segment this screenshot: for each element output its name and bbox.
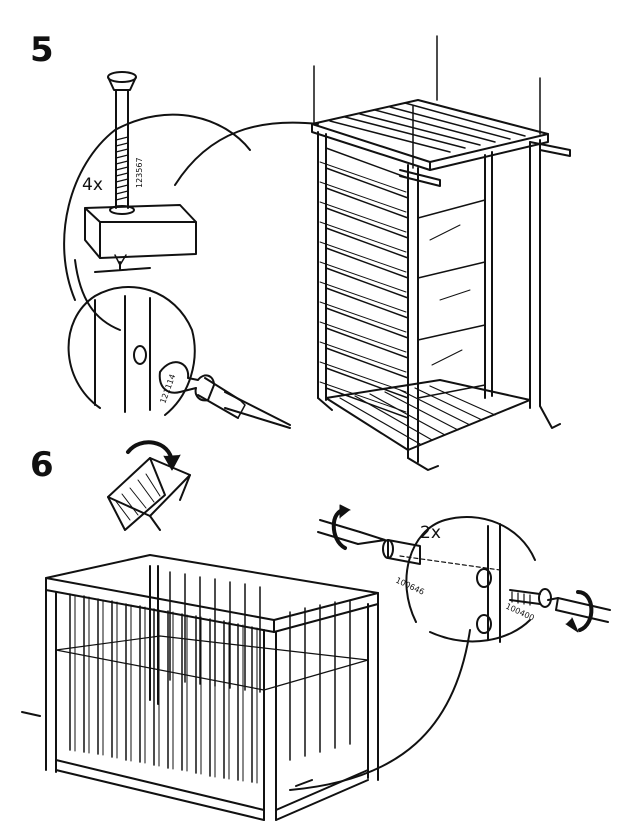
cam-lock-icon xyxy=(158,361,215,402)
crib-assembled xyxy=(21,554,471,821)
step-5-number: 5 xyxy=(30,30,54,70)
leader-line xyxy=(174,121,319,186)
part-100646: 100646 xyxy=(394,576,425,597)
leg-front-right xyxy=(263,629,277,821)
screwdriver-icon xyxy=(197,377,291,429)
leg-edges xyxy=(94,295,151,413)
quantity-4x: 4x xyxy=(82,175,103,195)
mattress-base xyxy=(55,635,369,691)
rotate-thumbnail xyxy=(107,440,191,531)
quantity-2x: 2x xyxy=(420,523,441,543)
detail-circle-6 xyxy=(405,515,536,623)
screwdriver-right-icon xyxy=(547,590,611,633)
crib-standing xyxy=(311,35,571,471)
leader-line-6 xyxy=(289,629,471,791)
bottom-frame xyxy=(325,379,531,451)
part-100400: 100400 xyxy=(504,602,535,623)
post-back-right xyxy=(529,139,541,409)
detail-circle-edge xyxy=(74,259,121,331)
side-slats xyxy=(325,147,409,419)
screwdriver-left-icon xyxy=(317,504,386,550)
bottom-rail xyxy=(55,759,369,821)
part-123567: 123567 xyxy=(135,157,144,188)
leg-back-right xyxy=(367,603,379,781)
detail-circle-top xyxy=(63,113,251,301)
detail-circle-lower xyxy=(67,286,196,416)
post-mid xyxy=(484,151,493,399)
step5-bolt-detail xyxy=(63,71,319,331)
post-front-right xyxy=(407,164,419,463)
bolt-icon xyxy=(107,71,137,209)
step6-dowel-detail xyxy=(317,504,611,643)
post-front-left xyxy=(317,131,327,401)
part-121114: 121114 xyxy=(158,373,177,405)
step5-screwdriver-detail xyxy=(67,286,291,429)
step-6-number: 6 xyxy=(30,445,54,485)
rail-edge xyxy=(84,207,197,259)
leg-top xyxy=(94,261,151,273)
leg-section xyxy=(487,523,501,643)
dowel-icon xyxy=(382,539,421,565)
crib-top-rail xyxy=(45,554,379,621)
front-slats xyxy=(69,593,253,783)
leg-back-left xyxy=(149,565,159,705)
cam-screw-icon xyxy=(509,588,552,608)
leg-front-left xyxy=(45,589,57,773)
rail-block xyxy=(84,204,197,259)
cam-hole xyxy=(133,345,147,365)
